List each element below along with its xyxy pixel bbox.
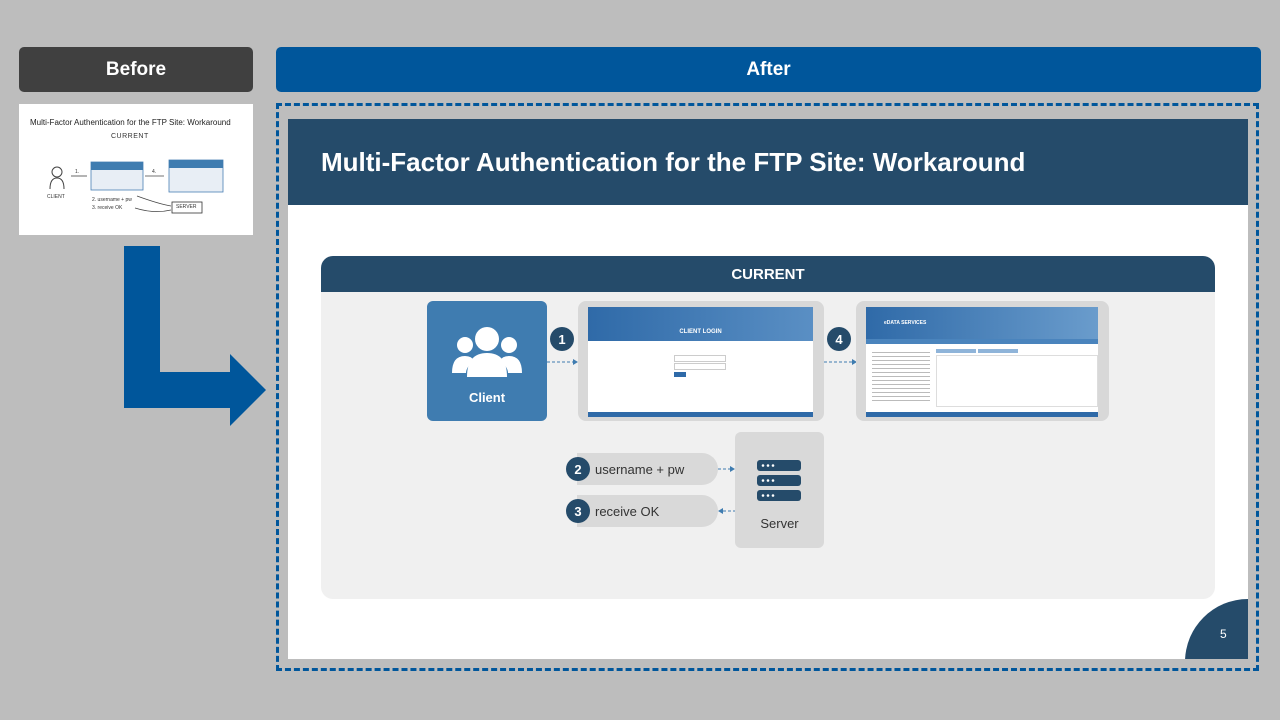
step-2-arrow — [718, 466, 735, 472]
current-panel: CURRENT Client 1 CLIENT LOGIN — [321, 256, 1215, 599]
page-number-corner — [1185, 599, 1248, 659]
page-number: 5 — [1220, 627, 1227, 641]
step-1-badge: 1 — [550, 327, 574, 351]
server-label: Server — [760, 516, 799, 531]
step-1-arrow — [547, 359, 578, 365]
step-2-pill: username + pw — [577, 453, 718, 485]
login-screen-frame: CLIENT LOGIN — [578, 301, 824, 421]
before-thumbnail-client: CLIENT — [47, 194, 65, 200]
slide: Multi-Factor Authentication for the FTP … — [288, 119, 1248, 659]
after-label: After — [276, 47, 1261, 92]
client-box: Client — [427, 301, 547, 421]
users-icon — [452, 327, 522, 377]
server-box: Server — [735, 432, 824, 548]
portal-screen-heading: eDATA SERVICES — [884, 320, 927, 326]
portal-screen-frame: eDATA SERVICES — [856, 301, 1109, 421]
before-thumbnail-step3: 3. receive OK — [92, 205, 123, 211]
client-label: Client — [468, 390, 506, 405]
step-3-arrow — [718, 508, 735, 514]
login-screen-heading: CLIENT LOGIN — [679, 329, 722, 335]
before-thumbnail-current: CURRENT — [111, 133, 149, 140]
slide-header — [288, 119, 1248, 205]
before-thumbnail-step1: 1. — [75, 169, 80, 175]
arrow-down-right-icon — [124, 246, 266, 426]
before-thumbnail-server: SERVER — [176, 204, 197, 210]
before-label: Before — [19, 47, 253, 92]
before-thumbnail-step4: 4. — [152, 169, 157, 175]
step-4-badge: 4 — [827, 327, 851, 351]
after-frame — [276, 103, 1259, 671]
before-sketch-drawing — [49, 159, 224, 214]
slide-title: Multi-Factor Authentication for the FTP … — [321, 147, 1026, 177]
step-4-arrow — [824, 359, 857, 365]
portal-screenshot: eDATA SERVICES — [866, 307, 1098, 417]
before-thumbnail-step2: 2. username + pw — [92, 197, 132, 203]
step-3-text: receive OK — [595, 503, 660, 519]
before-thumbnail: Multi-Factor Authentication for the FTP … — [19, 104, 253, 235]
step-3-badge: 3 — [566, 499, 590, 523]
step-3-pill: receive OK — [577, 495, 718, 527]
step-2-badge: 2 — [566, 457, 590, 481]
before-thumbnail-title: Multi-Factor Authentication for the FTP … — [30, 118, 231, 127]
server-icon — [757, 460, 801, 501]
step-2-text: username + pw — [595, 461, 685, 477]
current-header: CURRENT — [321, 256, 1215, 292]
login-screenshot: CLIENT LOGIN — [588, 307, 813, 417]
